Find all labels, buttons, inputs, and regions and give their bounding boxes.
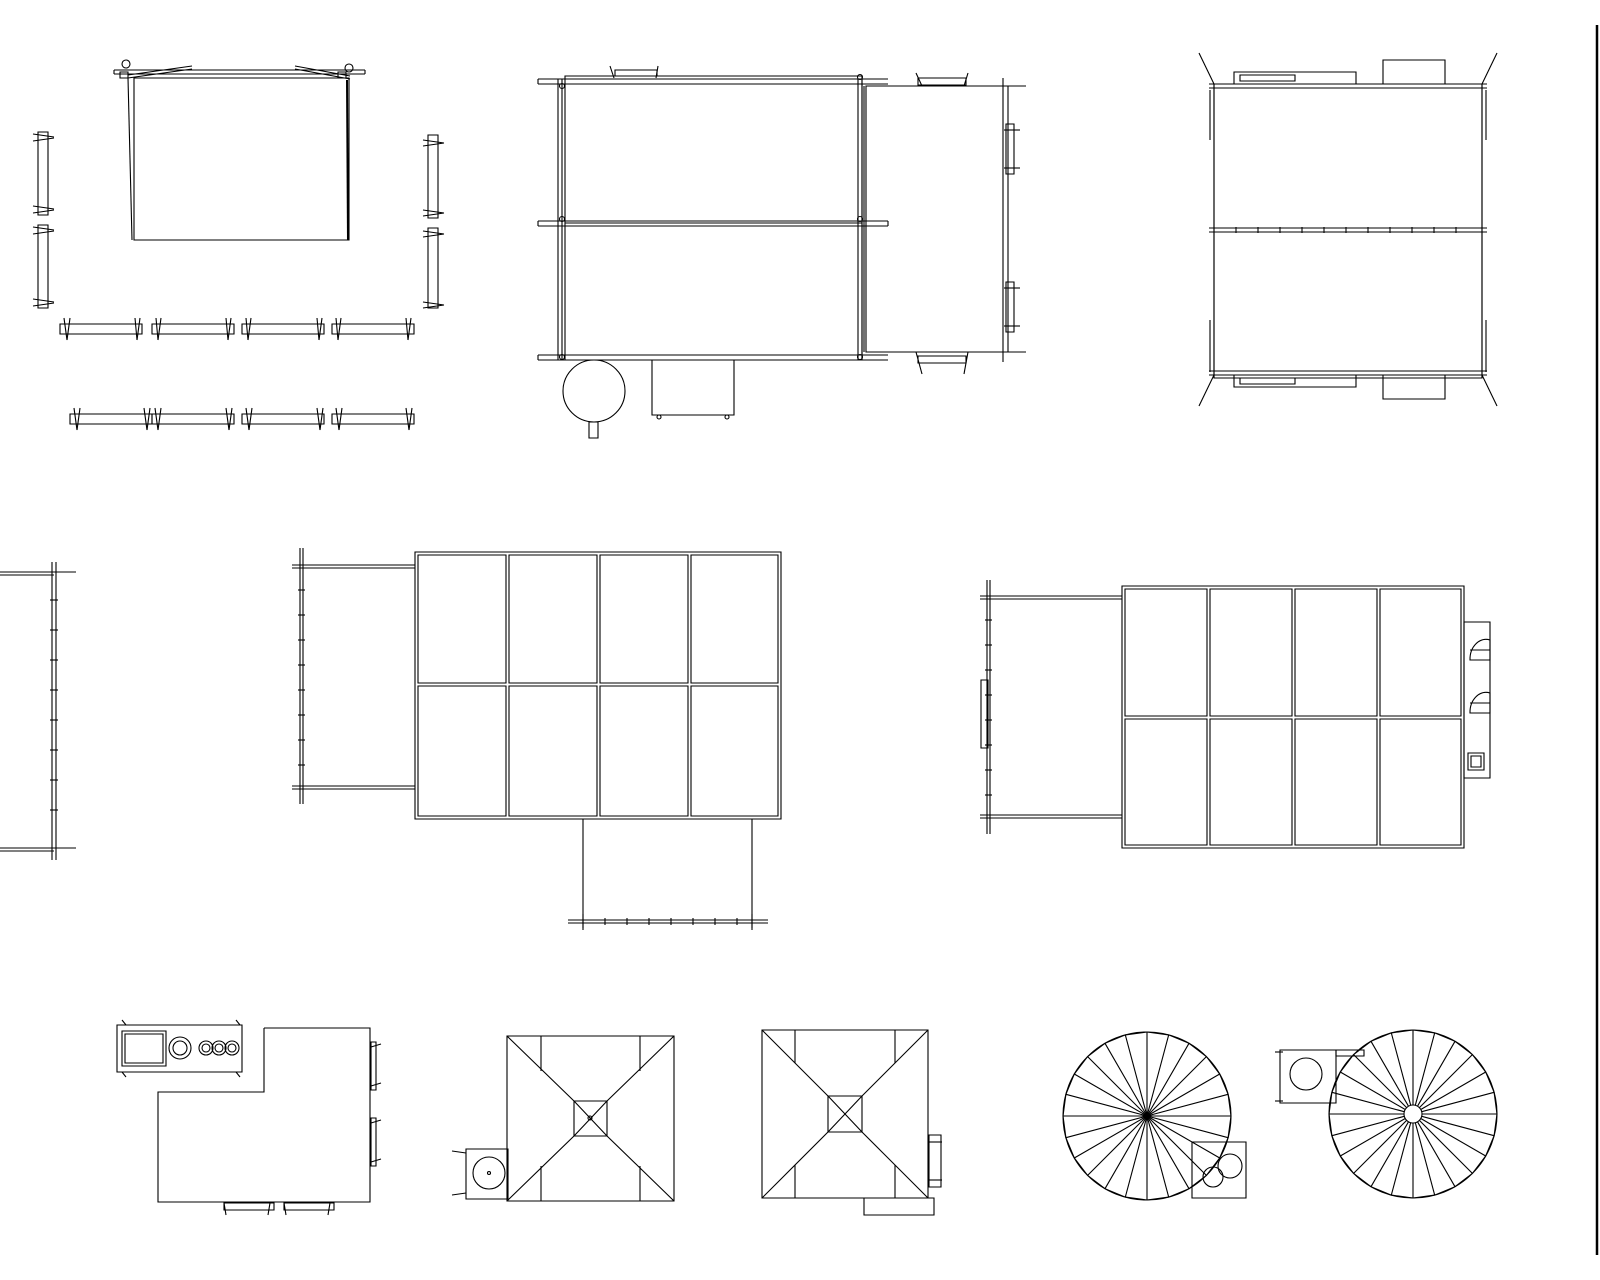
umbrella-ribs-b [1329,1030,1497,1198]
umbrella-rib [1391,1123,1410,1195]
umbrella-rib [1418,1122,1456,1187]
umbrella-rib [1147,1116,1189,1189]
umbrella-rib [1147,1057,1206,1116]
umbrella-rib [1354,1120,1407,1173]
umbrella-rib [1391,1033,1410,1105]
umbrella-rib [1415,1123,1434,1195]
round-umbrella-with-table [1275,1030,1497,1198]
loose-horizontal-beams-row-2 [70,408,414,430]
partial-tent-left-edge [0,562,76,860]
umbrella-rib [1340,1072,1405,1110]
right-pavilion-awning-ticks [985,620,992,795]
umbrella-ribs-a [1063,1032,1231,1200]
umbrella-rib [1421,1072,1486,1110]
loose-vertical-beam-right [423,135,444,308]
umbrella-rib [1419,1120,1472,1173]
umbrella-rib [1125,1035,1147,1116]
partial-tent-ticks [50,600,58,810]
left-awning-ticks [298,590,305,765]
umbrella-rib [1147,1094,1228,1116]
umbrella-rib [1147,1116,1220,1158]
umbrella-rib [1371,1122,1409,1187]
tent-kit-frame-top-view [114,60,365,240]
pyramid-roof-gazebo-with-grill [452,1036,674,1201]
umbrella-rib [1105,1116,1147,1189]
eight-panel-pavilion-with-awnings [292,548,781,930]
umbrella-rib [1421,1119,1486,1157]
umbrella-rib [1418,1041,1456,1106]
umbrella-edge-a [1063,1032,1231,1200]
double-pavilion-top-view [538,66,1026,438]
bottom-awning-ticks [605,918,737,925]
umbrella-rib [1088,1116,1147,1175]
umbrella-rib [1422,1116,1494,1135]
umbrella-rib [1147,1116,1169,1197]
umbrella-rib [1422,1092,1494,1111]
l-shaped-kitchen-counter [117,1020,381,1215]
umbrella-rib [1066,1116,1147,1138]
umbrella-rib [1354,1055,1407,1108]
round-umbrella-with-grill [1063,1032,1246,1200]
umbrella-rib [1125,1116,1147,1197]
umbrella-rib [1147,1116,1228,1138]
loose-horizontal-beams-row-1 [60,318,414,340]
umbrella-rib [1332,1116,1404,1135]
umbrella-rib [1147,1116,1206,1175]
umbrella-rib [1074,1116,1147,1158]
umbrella-edge-b [1329,1030,1497,1198]
umbrella-rib [1415,1033,1434,1105]
umbrella-rib [1147,1074,1220,1116]
eight-panel-pavilion-with-kitchen [980,580,1490,848]
umbrella-rib [1074,1074,1147,1116]
pyramid-roof-gazebo-with-cabinet [762,1030,942,1215]
umbrella-rib [1105,1043,1147,1116]
umbrella-rib [1332,1092,1404,1111]
umbrella-rib [1147,1043,1189,1116]
umbrella-rib [1340,1119,1405,1157]
loose-vertical-beam-left [33,132,54,308]
umbrella-rib [1147,1035,1169,1116]
umbrella-rib [1419,1055,1472,1108]
gazebo-two-bay-top-view [1199,53,1497,406]
umbrella-rib [1371,1041,1409,1106]
umbrella-rib [1088,1057,1147,1116]
umbrella-rib [1066,1094,1147,1116]
gazebo-center-ridge-ticks [1236,227,1456,233]
